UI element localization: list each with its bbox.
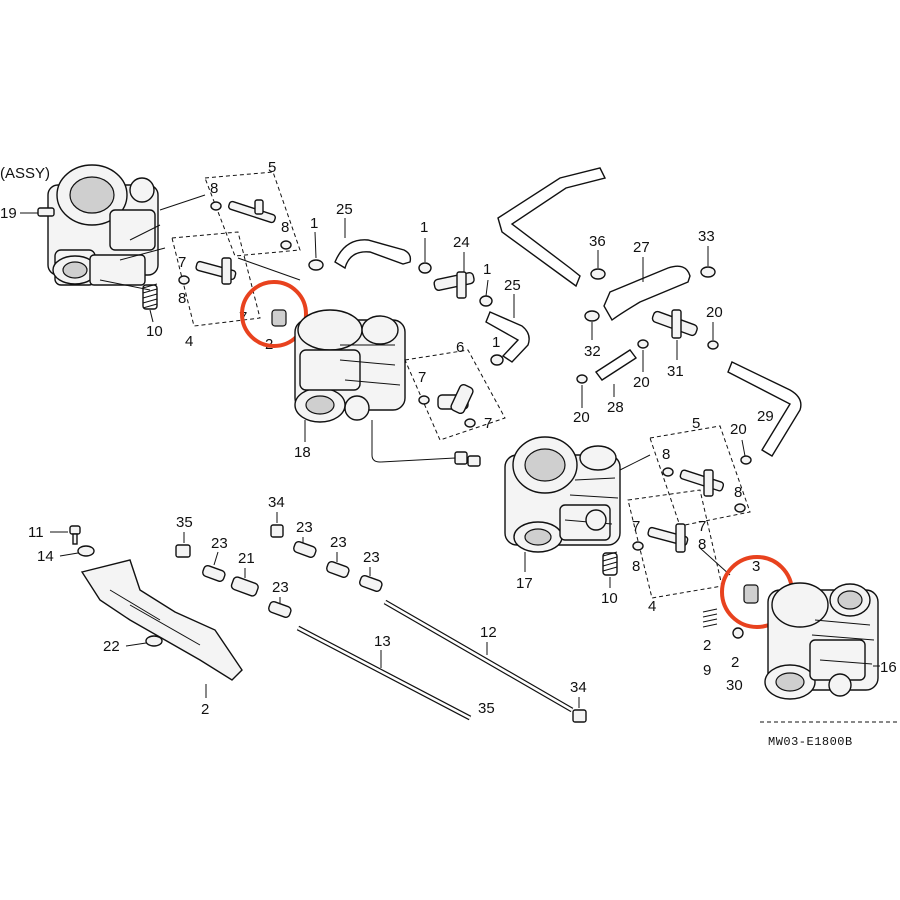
label-7-a: 7 (178, 254, 186, 271)
carburetor-19 (37, 164, 166, 291)
label-12: 12 (480, 624, 497, 641)
label-35-top: 35 (176, 514, 193, 531)
label-assy: (ASSY) (0, 165, 50, 182)
label-23-b: 23 (296, 519, 313, 536)
label-23-a: 23 (211, 535, 228, 552)
label-30: 30 (726, 677, 743, 694)
label-23-e: 23 (272, 579, 289, 596)
label-27: 27 (633, 239, 650, 256)
label-7-c: 7 (418, 369, 426, 386)
label-2-bottom: 2 (201, 701, 209, 718)
label-20-c: 20 (573, 409, 590, 426)
label-5-right: 5 (692, 415, 700, 432)
hose-25-top (334, 239, 412, 270)
carburetor-17 (504, 436, 621, 553)
label-28: 28 (607, 399, 624, 416)
label-18: 18 (294, 444, 311, 461)
reference-code: MW03-E1800B (768, 735, 853, 749)
label-10-right: 10 (601, 590, 618, 607)
label-31: 31 (667, 363, 684, 380)
label-16: 16 (880, 659, 897, 676)
label-23-c: 23 (330, 534, 347, 551)
spring-10-left (142, 283, 158, 310)
label-20-a: 20 (706, 304, 723, 321)
label-2-c: 2 (703, 637, 711, 654)
hose-long-top (497, 167, 607, 288)
spring-10-right (602, 551, 618, 576)
hose-29 (727, 361, 802, 457)
label-24: 24 (453, 234, 470, 251)
label-9: 9 (703, 662, 711, 679)
label-36: 36 (589, 233, 606, 250)
label-10-left: 10 (146, 323, 163, 340)
hose-27 (603, 265, 691, 322)
carburetor-18 (294, 309, 481, 467)
label-2-d: 2 (731, 654, 739, 671)
label-8-c: 8 (178, 290, 186, 307)
label-1-b: 1 (420, 219, 428, 236)
label-1-c: 1 (483, 261, 491, 278)
label-17: 17 (516, 575, 533, 592)
label-34-bottom: 34 (570, 679, 587, 696)
label-8-d: 8 (662, 446, 670, 463)
label-25-right: 25 (504, 277, 521, 294)
label-32: 32 (584, 343, 601, 360)
label-11: 11 (28, 524, 44, 541)
label-20-b: 20 (633, 374, 650, 391)
label-25-top: 25 (336, 201, 353, 218)
label-22: 22 (103, 638, 120, 655)
jet-part-highlighted-right (743, 584, 759, 604)
label-29: 29 (757, 408, 774, 425)
label-7-d: 7 (484, 415, 492, 432)
carburetor-16 (764, 582, 879, 700)
label-3: 3 (752, 558, 760, 575)
label-8-e: 8 (734, 484, 742, 501)
label-35-bottom: 35 (478, 700, 495, 717)
label-13: 13 (374, 633, 391, 650)
label-23-d: 23 (363, 549, 380, 566)
label-7-f: 7 (698, 518, 706, 535)
label-19: 19 (0, 205, 17, 222)
highlight-circle-left (240, 280, 308, 348)
label-8-g: 8 (698, 536, 706, 553)
label-8-a: 8 (210, 180, 218, 197)
label-6: 6 (456, 339, 464, 356)
label-8-f: 8 (632, 558, 640, 575)
label-34-top: 34 (268, 494, 285, 511)
label-7-e: 7 (632, 518, 640, 535)
label-8-b: 8 (281, 219, 289, 236)
label-5-top: 5 (268, 159, 276, 176)
stay-plate-2 (80, 559, 243, 681)
label-1-a: 1 (310, 215, 318, 232)
label-14: 14 (37, 548, 54, 565)
label-33: 33 (698, 228, 715, 245)
hose-25-right (485, 311, 530, 363)
jet-part-highlighted-left (271, 309, 287, 327)
label-4-left: 4 (185, 333, 193, 350)
label-4-right: 4 (648, 598, 656, 615)
label-1-d: 1 (492, 334, 500, 351)
label-20-d: 20 (730, 421, 747, 438)
label-21: 21 (238, 550, 255, 567)
hose-28 (594, 349, 638, 381)
